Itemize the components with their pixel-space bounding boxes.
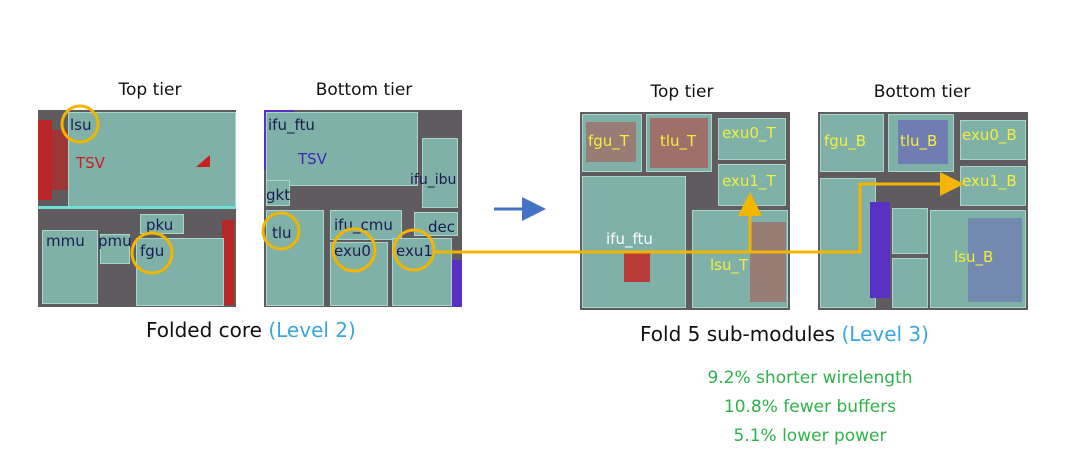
left-bottom-tier-title: Bottom tier [315,80,413,100]
fgu-t-red-overlay [586,122,636,162]
label-ifu-ftu-t: ifu_ftu [606,230,653,248]
exu0-block [330,242,388,306]
label-exu1: exu1 [396,242,433,260]
label-lsu-b: lsu_B [954,248,994,266]
label-exu0-t: exu0_T [722,124,776,142]
label-pmu: pmu [98,232,132,250]
highlight-lsu-circle [60,104,100,144]
tsv-red-region-2 [50,130,68,190]
ifu-cmu-block [330,210,402,240]
label-lsu-t: lsu_T [710,256,749,274]
label-exu0: exu0 [334,242,371,260]
left-caption-level: (Level 2) [268,318,356,342]
highlight-exu1-circle [392,228,436,272]
right-caption-level: (Level 3) [841,322,929,346]
label-tsv-top: TSV [76,154,105,172]
label-pku: pku [146,216,174,234]
ifu-ibu-block [422,138,458,208]
highlight-exu0-circle [331,227,377,273]
left-top-tier-title: Top tier [118,80,182,100]
tlu-t-red-overlay [650,118,708,168]
left-caption: Folded core (Level 2) [146,318,356,342]
lsu-b-block [930,210,1026,308]
mid-b-block-2 [892,258,928,308]
ifu-red-region [624,252,650,282]
left-top-tier-layout: lsu TSV pku mmu pmu fgu [38,110,236,307]
tlu-b-block [888,114,954,172]
label-exu1-t: exu1_T [722,172,776,190]
label-tlu-b: tlu_B [900,132,938,150]
highlight-tlu-circle [261,211,301,251]
tlu-t-block [646,114,712,172]
red-marker [196,155,210,167]
right-bottom-tier-layout: fgu_B tlu_B exu0_B exu1_B lsu_B [818,112,1028,310]
fgu-b-block [820,114,884,172]
label-exu0-b: exu0_B [962,126,1017,144]
label-tlu-t: tlu_T [660,132,697,150]
mmu-block [42,230,98,304]
purple-column [870,202,890,298]
label-fgu: fgu [140,242,165,260]
right-caption: Fold 5 sub-modules (Level 3) [640,322,929,346]
lsu-t-block [692,210,788,308]
gkt-block [266,180,290,206]
label-tsv-bottom: TSV [298,150,327,168]
label-fgu-b: fgu_B [824,132,867,150]
label-ifu-ftu: ifu_ftu [268,116,315,134]
tsv-red-region [38,120,52,200]
lsu-b-purple-overlay [968,218,1022,302]
right-top-tier-layout: fgu_T tlu_T exu0_T exu1_T ifu_ftu lsu_T [580,112,790,310]
cyan-edge [38,206,236,209]
label-gkt: gkt [266,186,291,204]
exu1-block [392,238,452,306]
pku-block [140,214,184,234]
mid-b-block-1 [892,208,928,254]
stat-buffers: 10.8% fewer buffers [723,397,897,417]
connector-to-exu1-b [434,172,964,254]
label-mmu: mmu [46,232,85,250]
stat-wirelength: 9.2% shorter wirelength [707,368,913,388]
left-caption-main: Folded core [146,318,269,342]
right-top-tier-title: Top tier [650,82,714,102]
right-caption-main: Fold 5 sub-modules [640,322,842,346]
tlu-block [266,210,324,306]
fgu-t-block [582,114,642,172]
left-bottom-tier-layout: ifu_ftu TSV ifu_ibu gkt tlu ifu_cmu dec … [264,110,462,307]
exu0-b-block [960,120,1026,160]
right-red-region [222,220,234,305]
label-fgu-t: fgu_T [588,132,629,150]
highlight-fgu-circle [130,231,174,275]
right-bottom-tier-title: Bottom tier [873,82,971,102]
label-lsu: lsu [70,116,92,134]
stat-power: 5.1% lower power [733,426,887,446]
purple-region-right [452,260,462,307]
left-b-block [820,178,876,308]
label-exu1-b: exu1_B [962,172,1017,190]
ifu-ftu-t-block [582,176,686,308]
ifu-ftu-block [266,112,418,186]
label-tlu: tlu [272,224,292,242]
lsu-t-red-overlay [750,222,786,302]
label-ifu-ibu: ifu_ibu [410,172,457,188]
tlu-b-purple-overlay [898,120,948,164]
label-dec: dec [428,218,455,236]
exu0-t-block [718,118,786,160]
pmu-block [100,234,130,264]
